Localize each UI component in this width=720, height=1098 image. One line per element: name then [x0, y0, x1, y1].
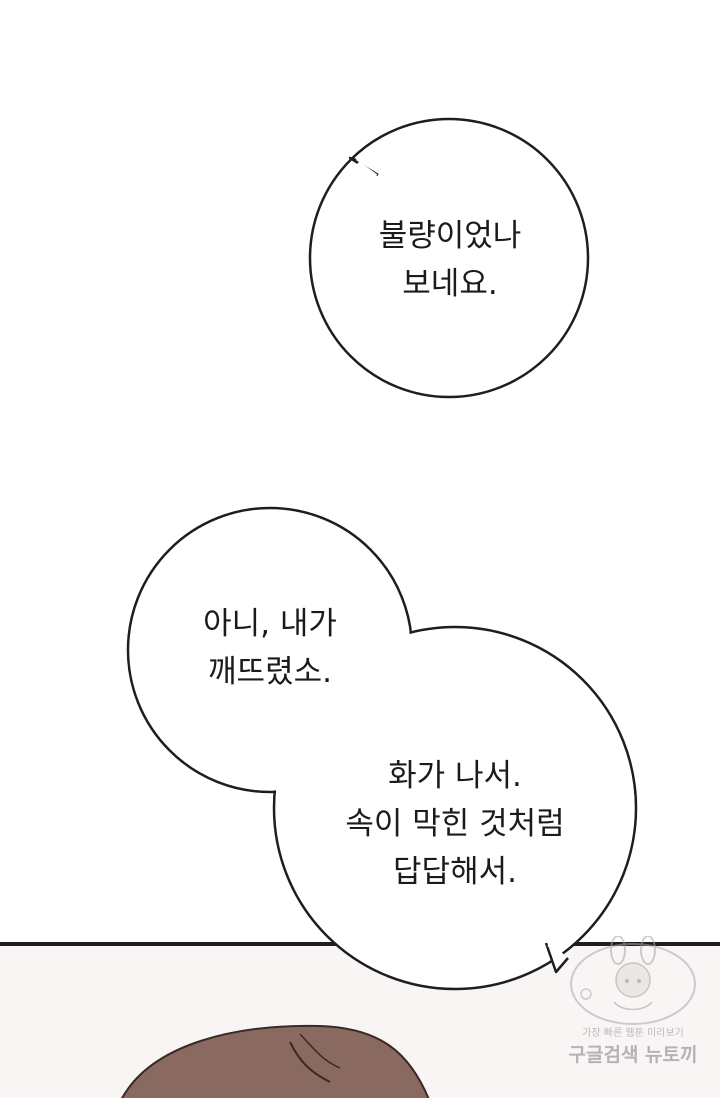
- watermark-name: 구글검색 뉴토끼: [568, 1044, 698, 1066]
- speech-bubble-1: [308, 117, 590, 399]
- character-hair-art: [121, 1024, 430, 1098]
- lower-comic-panel: [0, 942, 720, 1098]
- bubble-2-line-2: 깨뜨렸소.: [208, 654, 332, 690]
- bubble-2-text: 아니, 내가 깨뜨렸소.: [150, 600, 390, 696]
- bubble-3-line-2: 속이 막힌 것처럼: [345, 806, 565, 842]
- site-watermark: 가장 빠른 웹툰 미리보기 구글검색 뉴토끼: [548, 936, 718, 1086]
- bubble-1-line-2: 보네요.: [402, 266, 498, 302]
- speech-bubble-2-3: [126, 506, 638, 991]
- bubble-2-line-1: 아니, 내가: [203, 606, 337, 642]
- bubble-1-line-1: 불량이었나: [378, 218, 522, 254]
- rabbit-girl-mascot-icon: [570, 936, 696, 1025]
- bubble-1-text: 불량이었나 보네요.: [330, 212, 570, 308]
- watermark-tagline: 가장 빠른 웹툰 미리보기: [582, 1028, 684, 1039]
- bubble-3-line-3: 답답해서.: [393, 854, 517, 890]
- bubble-3-line-1: 화가 나서.: [388, 758, 522, 794]
- bubble-3-text: 화가 나서. 속이 막힌 것처럼 답답해서.: [310, 752, 600, 896]
